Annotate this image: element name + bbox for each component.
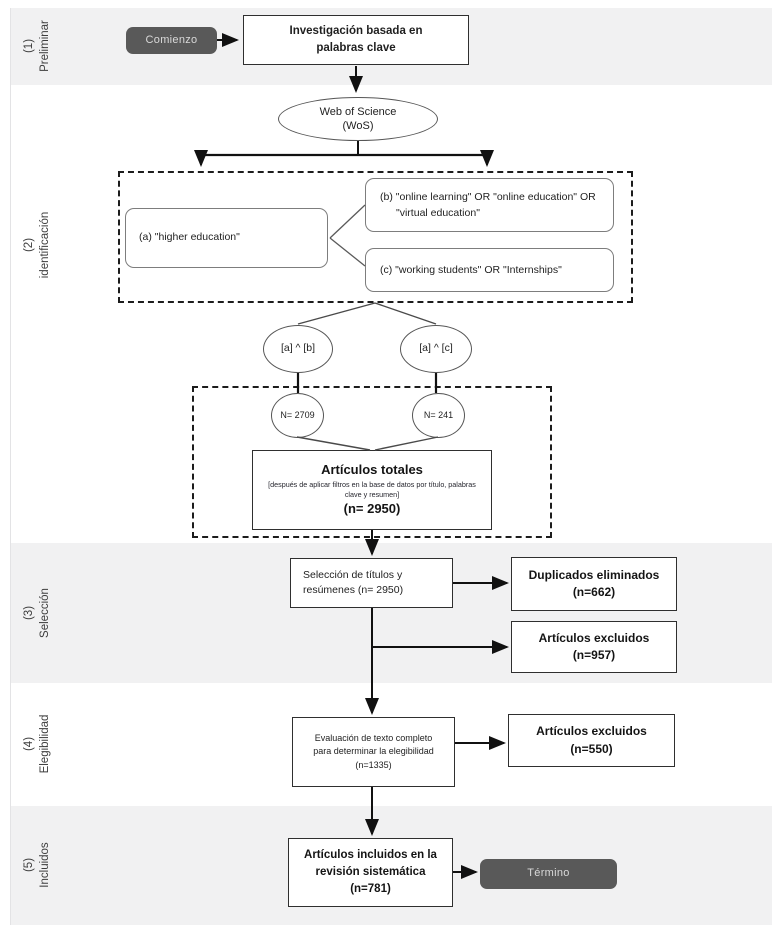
term-b-box: (b) "online learning" OR "online educati… [365,178,614,232]
stage-name: Selección [39,588,52,638]
wos-abbrev: (WoS) [342,120,374,132]
stage-number: (4) [23,736,35,752]
total-articles-note: [después de aplicar filtros en la base d… [268,480,476,499]
stage-name: Incluidos [39,842,52,888]
stage-number: (3) [23,605,35,621]
keyword-group-frame [118,171,633,303]
total-articles-count: (n= 2950) [343,500,401,516]
duplicates-removed-box: Duplicados eliminados (n=662) [511,557,677,611]
count-ab-ellipse: N= 2709 [271,393,324,438]
count-ac-ellipse: N= 241 [412,393,465,438]
wos-ellipse: Web of Science (WoS) [278,97,438,141]
wos-name: Web of Science [319,105,397,118]
stage-label-identificacion: (2) identificación [21,190,55,300]
stage-label-preliminar: (1) Preliminar [21,0,55,101]
term-c-box: (c) "working students" OR "Internships" [365,248,614,292]
stage-name: Elegibilidad [39,714,52,774]
stage-label-seleccion: (3) Selección [21,558,55,668]
term-a-box: (a) "higher education" [125,208,328,268]
stage-number: (5) [23,857,35,873]
stage-number: (1) [23,38,35,54]
end-terminator: Término [480,859,617,889]
stage-name: Preliminar [39,20,52,72]
combination-ac-ellipse: [a] ^ [c] [400,325,472,373]
selection-box: Selección de títulos y resúmenes (n= 295… [290,558,453,608]
stage-label-incluidos: (5) Incluidos [21,810,55,920]
stage-label-elegibilidad: (4) Elegibilidad [21,689,55,799]
research-box: Investigación basada en palabras clave [243,15,469,65]
combination-ab-ellipse: [a] ^ [b] [263,325,333,373]
excluded-fulltext-box: Artículos excluidos (n=550) [508,714,675,767]
stage-name: identificación [39,211,52,279]
excluded-titles-box: Artículos excluidos (n=957) [511,621,677,673]
stage-number: (2) [23,237,35,253]
included-articles-box: Artículos incluidos en la revisión siste… [288,838,453,907]
term-b-text: (b) "online learning" OR "online educati… [380,190,596,219]
total-articles-box: Artículos totales [después de aplicar fi… [252,450,492,530]
left-rule [10,8,11,925]
eligibility-box: Evaluación de texto completo para determ… [292,717,455,787]
total-articles-title: Artículos totales [321,462,423,478]
start-terminator: Comienzo [126,27,217,54]
term-c-text: (c) "working students" OR "Internships" [380,263,562,276]
